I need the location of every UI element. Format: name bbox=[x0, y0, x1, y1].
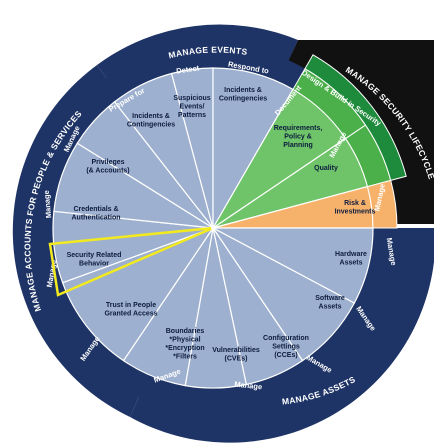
label-boundaries: Boundaries*Physical*Encryption*Filters bbox=[165, 328, 204, 361]
tab-detect[interactable]: Detect bbox=[176, 63, 200, 75]
segment-trust[interactable] bbox=[61, 226, 215, 362]
label-incidents-respond: Incidents &Contingencies bbox=[219, 87, 267, 103]
tab-manage-credentials[interactable]: Manage bbox=[42, 190, 53, 219]
tab-manage-risk[interactable] bbox=[366, 179, 398, 229]
label-incidents-prepare: Incidents &Contingencies bbox=[127, 113, 175, 129]
label-requirements: Requirements,Policy &Planning bbox=[274, 125, 323, 149]
security-behavior-highlight bbox=[48, 226, 214, 297]
label-quality: Quality bbox=[314, 165, 338, 172]
label-vulnerabilities: Vulnerabilities(CVEs) bbox=[212, 347, 260, 363]
segment-privileges[interactable] bbox=[76, 101, 214, 229]
tab-manage-vulnerabilities[interactable]: Manage bbox=[234, 380, 263, 392]
tab-design-build[interactable] bbox=[304, 54, 407, 181]
center-hub bbox=[211, 226, 215, 230]
label-privileges: Privileges(& Accounts) bbox=[86, 159, 129, 175]
label-risk: Risk &Investments bbox=[335, 200, 376, 216]
label-credentials: Credentials &Authentication bbox=[72, 206, 121, 222]
